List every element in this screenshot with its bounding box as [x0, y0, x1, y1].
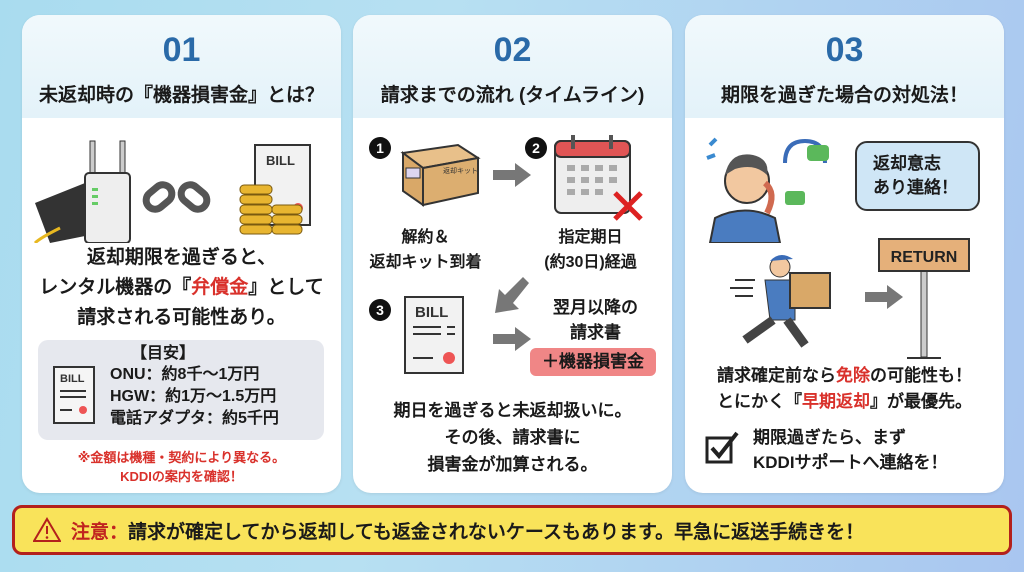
arrow-right-icon	[493, 327, 531, 351]
label-line: (約30日)経過	[544, 254, 637, 271]
step-badge-1: 1	[369, 137, 391, 159]
label-line: 返却キット到着	[369, 254, 482, 271]
headset-icon	[783, 138, 829, 164]
checkbox-checked-icon	[705, 431, 739, 464]
estimate-box: BILL 【目安】 ONU：約8千〜1万円 HGW：約1万〜1.5万円 電話アダ…	[38, 340, 324, 440]
bill-icon: BILL	[404, 296, 464, 374]
step-1-label: 解約＆ 返却キット到着	[368, 225, 483, 275]
warning-icon	[33, 517, 61, 542]
card-number: 01	[162, 31, 201, 69]
card-countermeasures: 03 期限を過ぎた場合の対処法！ 返却意志 あり連絡！ RETURN 請求確定前…	[685, 15, 1004, 493]
card-number: 02	[493, 31, 532, 69]
svg-text:BILL: BILL	[415, 304, 448, 321]
card-number: 03	[825, 31, 864, 69]
text: 』として	[248, 277, 324, 298]
warning-text: 請求が確定してから返却しても返金されないケースもあります。早急に返送手続きを！	[128, 521, 865, 543]
arrow-right-icon	[865, 285, 903, 309]
check-line: KDDIサポートへ連絡を！	[753, 453, 948, 472]
check-line: 期限過ぎたら、まず	[753, 428, 906, 447]
body-line: とにかく『早期返却』が最優先。	[685, 389, 1004, 415]
svg-text:BILL: BILL	[266, 153, 295, 168]
card2-body: 期日を過ぎると未返却扱いに。 その後、請求書に 損害金が加算される。	[353, 397, 672, 478]
router-icon	[33, 140, 131, 243]
return-sign-icon: RETURN	[878, 238, 970, 359]
note-line: KDDIの案内を確認！	[120, 469, 243, 484]
running-courier-icon	[730, 254, 831, 348]
card-header: 01 未返却時の『機器損害金』とは？	[22, 15, 341, 118]
body-line: 請求される可能性あり。	[77, 307, 286, 328]
card-timeline: 02 請求までの流れ (タイムライン) 1 返却キット 2 解約＆ 返却キット到着…	[353, 15, 672, 493]
label-line: 翌月以降の	[553, 298, 638, 317]
step-2-label: 指定期日 (約30日)経過	[533, 225, 648, 275]
body-line: 期日を過ぎると未返却扱いに。	[393, 401, 632, 420]
label-line: 請求書	[570, 323, 621, 342]
speech-bubble: 返却意志 あり連絡！	[855, 141, 980, 211]
body-line: その後、請求書に	[444, 428, 581, 447]
check-item: 期限過ぎたら、まず KDDIサポートへ連絡を！	[753, 425, 948, 475]
label-line: 解約＆	[401, 229, 450, 246]
text: レンタル機器の『	[39, 277, 192, 298]
svg-text:返却キット: 返却キット	[443, 166, 478, 175]
card1-body: 返却期限を過ぎると、 レンタル機器の『弁償金』として 請求される可能性あり。	[22, 243, 341, 333]
broken-chain-icon	[142, 181, 211, 213]
card-title: 期限を過ぎた場合の対処法！	[720, 85, 968, 106]
svg-text:BILL: BILL	[60, 373, 85, 385]
text: の可能性も！	[870, 366, 972, 385]
calendar-overdue-icon	[554, 135, 643, 221]
person-calling-support-icon	[706, 137, 829, 243]
card-header: 03 期限を過ぎた場合の対処法！	[685, 15, 1004, 118]
highlight-text: 免除	[836, 366, 870, 385]
note-line: ※金額は機種・契約により異なる。	[77, 450, 286, 465]
step-3-label: 翌月以降の請求書	[533, 295, 658, 345]
router-chain-bill-illustration: BILL	[33, 140, 311, 243]
body-line: 返却期限を過ぎると、	[86, 247, 277, 268]
step-badge-3: 3	[369, 299, 391, 321]
body-line: レンタル機器の『弁償金』として	[22, 273, 341, 303]
card-damage-fee: 01 未返却時の『機器損害金』とは？ BILL 返却期限を過ぎると、 レンタル機…	[22, 15, 341, 493]
step-badge-2: 2	[525, 137, 547, 159]
card-title: 請求までの流れ (タイムライン)	[380, 85, 645, 106]
arrow-down-left-icon	[495, 277, 529, 313]
arrow-right-icon	[493, 163, 531, 187]
card-title: 未返却時の『機器損害金』とは？	[38, 85, 324, 106]
text: とにかく『	[717, 392, 802, 411]
return-kit-box-icon: 返却キット	[400, 143, 481, 207]
highlight-text: 早期返却	[802, 392, 870, 411]
warning-banner: 注意： 請求が確定してから返却しても返金されないケースもあります。早急に返送手続…	[12, 505, 1012, 555]
svg-text:RETURN: RETURN	[891, 249, 958, 266]
body-line: 請求確定前なら免除の可能性も！	[685, 363, 1004, 389]
estimate-list: ONU：約8千〜1万円 HGW：約1万〜1.5万円 電話アダプタ：約5千円	[110, 364, 279, 430]
note: ※金額は機種・契約により異なる。 KDDIの案内を確認！	[22, 448, 341, 486]
bill-coins-icon: BILL	[239, 144, 311, 235]
highlight-text: 弁償金	[191, 277, 249, 298]
card3-body: 請求確定前なら免除の可能性も！ とにかく『早期返却』が最優先。	[685, 363, 1004, 415]
estimate-item: ONU：約8千〜1万円	[110, 366, 260, 383]
estimate-item: 電話アダプタ：約5千円	[110, 410, 279, 427]
bill-icon: BILL	[53, 366, 95, 424]
bubble-line: 返却意志	[873, 154, 941, 173]
estimate-item: HGW：約1万〜1.5万円	[110, 388, 277, 405]
card-header: 02 請求までの流れ (タイムライン)	[353, 15, 672, 118]
text: 請求確定前なら	[717, 366, 836, 385]
estimate-heading: 【目安】	[130, 345, 195, 362]
bubble-line: あり連絡！	[873, 178, 958, 197]
body-line: 損害金が加算される。	[427, 455, 598, 474]
label-line: 指定期日	[558, 229, 623, 246]
text: 』が最優先。	[870, 392, 972, 411]
warning-label: 注意：	[71, 521, 129, 543]
damage-fee-tag: ＋機器損害金	[530, 348, 656, 376]
